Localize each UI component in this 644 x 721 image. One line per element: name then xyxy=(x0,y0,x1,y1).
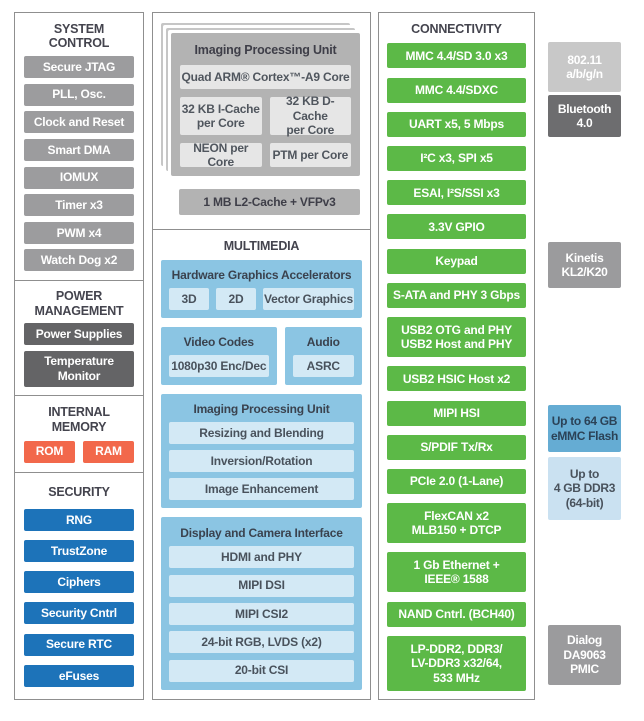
section-system-control: SYSTEM CONTROL Secure JTAG PLL, Osc. Clo… xyxy=(15,13,143,281)
cpu-card-title: Imaging Processing Unit xyxy=(194,43,337,57)
group-title: Display and Camera Interface xyxy=(180,525,343,540)
group-audio: Audio ASRC xyxy=(284,327,362,386)
block-resizing-blending: Resizing and Blending xyxy=(169,422,354,445)
group-title: Video Codes xyxy=(183,335,254,350)
block-usb2-hsic: USB2 HSIC Host x2 xyxy=(387,366,526,392)
block-watchdog: Watch Dog x2 xyxy=(24,249,134,272)
block-gb-ethernet: 1 Gb Ethernet + IEEE® 1588 xyxy=(387,552,526,593)
block-iomux: IOMUX xyxy=(24,166,134,189)
block-kinetis: Kinetis KL2/K20 xyxy=(548,242,621,288)
group-display-camera-interface: Display and Camera Interface HDMI and PH… xyxy=(161,517,362,690)
group-title: Hardware Graphics Accelerators xyxy=(171,268,352,283)
block-esai-i2s-ssi: ESAI, I²S/SSI x3 xyxy=(387,180,526,206)
block-asrc: ASRC xyxy=(292,355,354,378)
multimedia-section: MULTIMEDIA Hardware Graphics Accelerator… xyxy=(153,229,370,699)
cpu-card-stack: Imaging Processing Unit Quad ARM® Cortex… xyxy=(171,33,360,176)
connectivity-panel: CONNECTIVITY MMC 4.4/SD 3.0 x3 MMC 4.4/S… xyxy=(378,12,535,700)
block-24bit-rgb-lvds: 24-bit RGB, LVDS (x2) xyxy=(169,631,354,654)
section-title: SYSTEM CONTROL xyxy=(48,21,110,50)
block-spdif: S/PDIF Tx/Rx xyxy=(387,434,526,460)
section-title: MULTIMEDIA xyxy=(223,239,300,253)
block-sata-phy: S-ATA and PHY 3 Gbps xyxy=(387,282,526,308)
block-secure-jtag: Secure JTAG xyxy=(24,56,134,78)
section-title: POWER MANAGEMENT xyxy=(34,289,124,318)
block-dialog-pmic: Dialog DA9063 PMIC xyxy=(548,625,621,685)
block-flexcan-mlb: FlexCAN x2 MLB150 + DTCP xyxy=(387,503,526,544)
block-gpio: 3.3V GPIO xyxy=(387,214,526,240)
block-efuses: eFuses xyxy=(24,664,134,687)
cpu-cache-grid: 32 KB I-Cache per Core 32 KB D-Cache per… xyxy=(180,94,351,169)
block-quad-cortex-a9: Quad ARM® Cortex™-A9 Core xyxy=(180,65,351,89)
block-neon: NEON per Core xyxy=(180,141,262,169)
block-hdmi-phy: HDMI and PHY xyxy=(169,546,354,569)
block-ptm: PTM per Core xyxy=(269,143,351,167)
cpu-section: Imaging Processing Unit Quad ARM® Cortex… xyxy=(153,13,370,229)
block-mipi-hsi: MIPI HSI xyxy=(387,400,526,426)
block-timer: Timer x3 xyxy=(24,194,134,217)
block-icache: 32 KB I-Cache per Core xyxy=(180,97,262,135)
left-panel: SYSTEM CONTROL Secure JTAG PLL, Osc. Clo… xyxy=(14,12,144,700)
block-ddr3: Up to 4 GB DDR3 (64-bit) xyxy=(548,457,621,520)
block-mmc-sd: MMC 4.4/SD 3.0 x3 xyxy=(387,43,526,69)
section-title: INTERNAL MEMORY xyxy=(48,405,110,434)
section-power-management: POWER MANAGEMENT Power Supplies Temperat… xyxy=(15,281,143,396)
block-ram: RAM xyxy=(83,440,134,463)
group-title: Audio xyxy=(306,335,340,350)
block-3d: 3D xyxy=(169,288,209,311)
block-emmc-flash: Up to 64 GB eMMC Flash xyxy=(548,405,621,452)
connectivity-list: MMC 4.4/SD 3.0 x3 MMC 4.4/SDXC UART x5, … xyxy=(387,43,526,691)
block-nand-cntrl: NAND Cntrl. (BCH40) xyxy=(387,601,526,627)
block-20bit-csi: 20-bit CSI xyxy=(169,659,354,682)
block-1080p30: 1080p30 Enc/Dec xyxy=(169,355,269,378)
block-smart-dma: Smart DMA xyxy=(24,138,134,161)
block-pcie: PCIe 2.0 (1-Lane) xyxy=(387,469,526,494)
block-security-cntrl: Security Cntrl xyxy=(24,602,134,625)
block-secure-rtc: Secure RTC xyxy=(24,633,134,656)
block-dcache: 32 KB D-Cache per Core xyxy=(269,94,351,137)
block-image-enhancement: Image Enhancement xyxy=(169,478,354,501)
block-wifi-802-11: 802.11 a/b/g/n xyxy=(548,42,621,92)
group-imaging-processing-unit: Imaging Processing Unit Resizing and Ble… xyxy=(161,394,362,509)
group-title: Imaging Processing Unit xyxy=(193,402,330,417)
block-usb2-otg-host: USB2 OTG and PHY USB2 Host and PHY xyxy=(387,317,526,358)
block-mipi-csi2: MIPI CSI2 xyxy=(169,602,354,625)
section-title: SECURITY xyxy=(48,485,110,500)
section-internal-memory: INTERNAL MEMORY ROM RAM xyxy=(15,396,143,473)
block-rom: ROM xyxy=(24,440,75,463)
block-clock-reset: Clock and Reset xyxy=(24,111,134,134)
section-security: SECURITY RNG TrustZone Ciphers Security … xyxy=(15,473,143,699)
gpu-row: 3D 2D Vector Graphics xyxy=(169,288,354,311)
group-graphics-accelerators: Hardware Graphics Accelerators 3D 2D Vec… xyxy=(161,260,362,319)
block-uart: UART x5, 5 Mbps xyxy=(387,111,526,137)
block-power-supplies: Power Supplies xyxy=(24,323,134,346)
memory-row: ROM RAM xyxy=(24,440,134,463)
block-pwm: PWM x4 xyxy=(24,221,134,244)
middle-panel: Imaging Processing Unit Quad ARM® Cortex… xyxy=(152,12,371,700)
block-rng: RNG xyxy=(24,508,134,531)
block-trustzone: TrustZone xyxy=(24,539,134,562)
block-keypad: Keypad xyxy=(387,248,526,274)
block-inversion-rotation: Inversion/Rotation xyxy=(169,450,354,473)
block-pll-osc: PLL, Osc. xyxy=(24,83,134,106)
section-title: CONNECTIVITY xyxy=(411,22,502,36)
block-l2-cache: 1 MB L2-Cache + VFPv3 xyxy=(179,189,360,215)
block-mipi-dsi: MIPI DSI xyxy=(169,574,354,597)
external-components-column: 802.11 a/b/g/n Bluetooth 4.0 Kinetis KL2… xyxy=(548,12,621,700)
block-vector-graphics: Vector Graphics xyxy=(263,288,354,311)
block-2d: 2D xyxy=(216,288,256,311)
block-temperature-monitor: Temperature Monitor xyxy=(24,350,134,387)
block-i2c-spi: I²C x3, SPI x5 xyxy=(387,146,526,172)
block-bluetooth: Bluetooth 4.0 xyxy=(548,95,621,137)
group-video-codes: Video Codes 1080p30 Enc/Dec xyxy=(161,327,277,386)
block-mmc-sdxc: MMC 4.4/SDXC xyxy=(387,77,526,103)
block-ciphers: Ciphers xyxy=(24,571,134,594)
video-audio-row: Video Codes 1080p30 Enc/Dec Audio ASRC xyxy=(161,327,362,386)
block-lpddr2-ddr3: LP-DDR2, DDR3/ LV-DDR3 x32/64, 533 MHz xyxy=(387,635,526,691)
